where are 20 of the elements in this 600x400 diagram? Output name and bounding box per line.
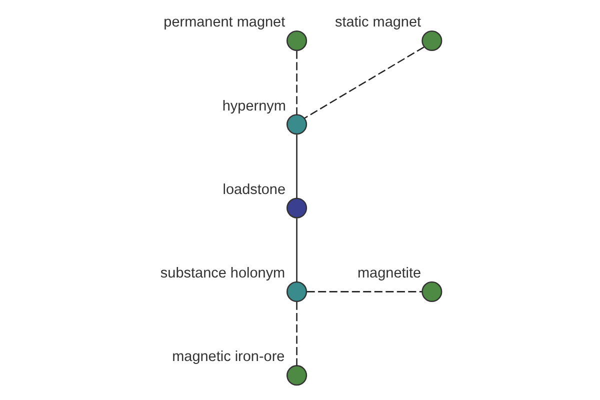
- connector: [306, 291, 422, 292]
- node-circle: [286, 198, 308, 218]
- connector: [296, 134, 298, 198]
- connector: [304, 46, 424, 119]
- node-label: hypernym: [222, 98, 286, 114]
- node-label: substance holonym: [160, 266, 286, 282]
- node-circle: [286, 281, 308, 302]
- node-label: magnetic iron-ore: [172, 349, 285, 366]
- node-label: loadstone: [222, 182, 286, 198]
- node-label: static magnet: [334, 14, 422, 31]
- node-circle: [286, 365, 308, 386]
- connector: [296, 50, 298, 114]
- connector: [296, 302, 298, 366]
- node-circle: [422, 281, 442, 302]
- node-circle: [286, 114, 308, 135]
- node-circle: [286, 30, 308, 52]
- node-label: permanent magnet: [164, 14, 286, 31]
- connector: [296, 218, 298, 282]
- node-circle: [422, 30, 442, 52]
- node-label: magnetite: [358, 266, 422, 282]
